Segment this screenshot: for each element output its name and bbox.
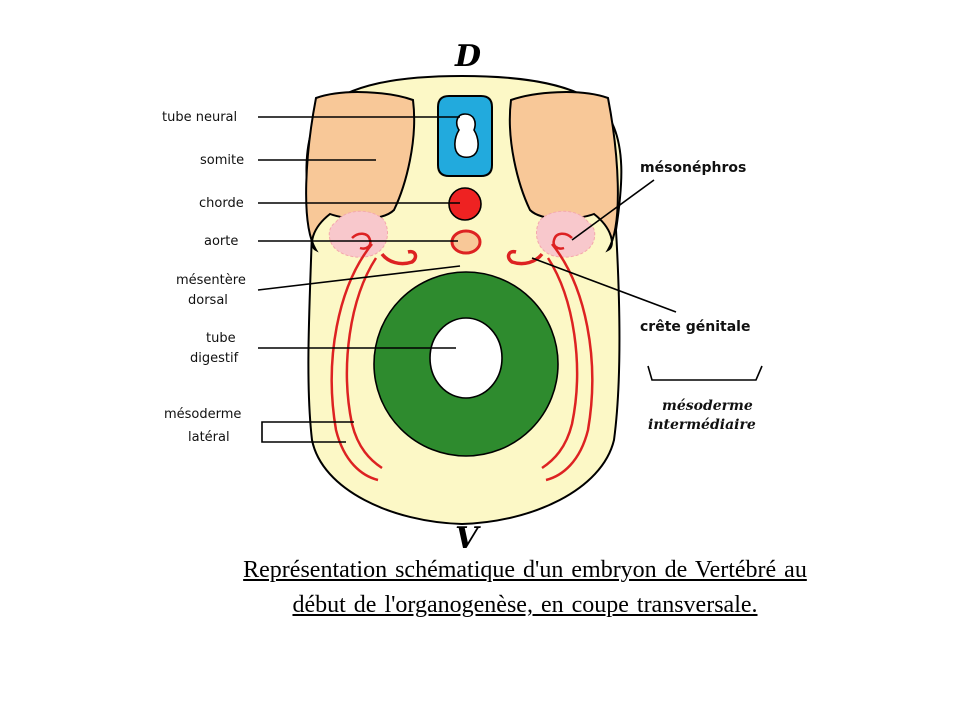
genital-ridge-left — [380, 249, 418, 266]
leader-mesonephros — [571, 179, 655, 241]
label-crete-genitale: crête génitale — [640, 319, 750, 335]
leader-mesoderme-lateral — [261, 421, 354, 443]
leader-mesentere — [257, 265, 461, 291]
lateral-mesoderm-right-inner — [541, 257, 579, 470]
caption-line-2: début de l'organogenèse, en coupe transv… — [292, 592, 758, 618]
label-mesoderme-lateral-2: latéral — [188, 430, 230, 445]
lateral-mesoderm-left-outer — [330, 243, 379, 482]
caption-line-1: Représentation schématique d'un embryon … — [243, 557, 807, 583]
mesonephric-duct-left — [351, 232, 372, 250]
label-mesoderme-intermediaire-2: intermédiaire — [648, 417, 756, 433]
label-tube-digestif-2: digestif — [190, 351, 239, 366]
label-mesonephros: mésonéphros — [640, 160, 746, 176]
dorsal-letter: D — [454, 39, 481, 74]
label-tube-digestif-1: tube — [206, 331, 236, 346]
label-aorte: aorte — [204, 234, 238, 249]
label-chorde: chorde — [199, 196, 244, 211]
notochord — [448, 187, 482, 221]
gut-lumen — [429, 317, 503, 399]
mesonephric-duct-right — [552, 232, 573, 250]
label-mesentere-2: dorsal — [188, 293, 228, 308]
label-mesoderme-intermediaire-1: mésoderme — [662, 398, 753, 414]
neural-canal — [454, 113, 479, 159]
aorta — [450, 229, 482, 255]
leader-crete-genitale — [531, 257, 677, 313]
label-mesoderme-lateral-1: mésoderme — [164, 407, 241, 422]
embryo-cross-section-diagram: D V — [162, 39, 763, 556]
lateral-mesoderm-left-inner — [345, 257, 383, 470]
lateral-mesoderm-right-outer — [545, 243, 594, 482]
figure-caption: Représentation schématique d'un embryon … — [150, 553, 900, 623]
label-somite: somite — [200, 153, 244, 168]
ventral-letter: V — [455, 521, 481, 556]
label-mesentere-1: mésentère — [176, 273, 246, 288]
bracket-mesoderme-intermediaire — [647, 365, 763, 381]
label-tube-neural: tube neural — [162, 110, 237, 125]
